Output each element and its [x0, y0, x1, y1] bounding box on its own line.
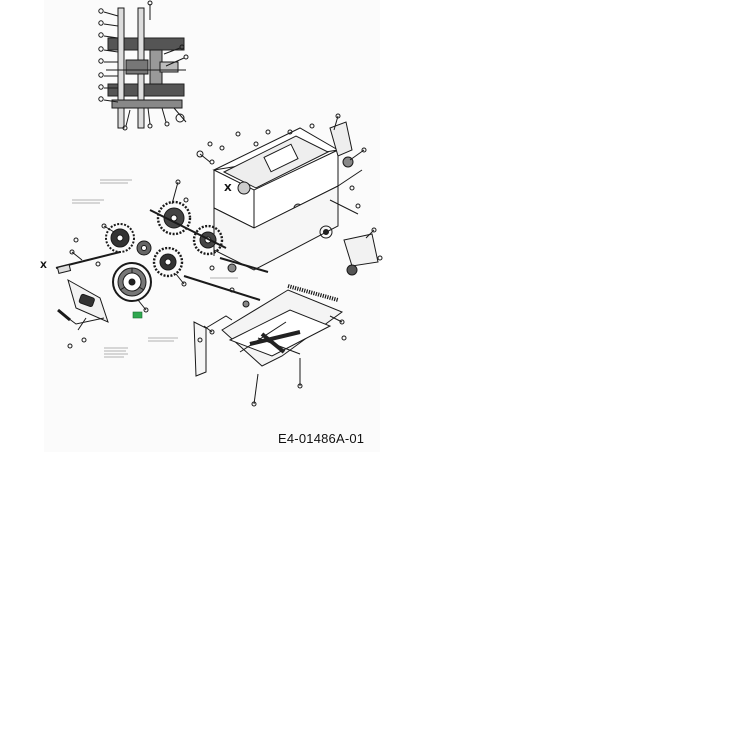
shaft-cross-section-inset	[98, 0, 189, 131]
small-pinion	[136, 240, 152, 256]
side-skid-bracket	[193, 315, 233, 377]
note-blocks	[72, 179, 238, 358]
diagram-reference-code: E4-01486A-01	[278, 431, 365, 446]
upper-gear	[156, 200, 192, 236]
callout-markers	[67, 113, 383, 407]
marker-x-housing: X	[224, 183, 232, 194]
skid-plate	[221, 284, 344, 367]
gearbox-housing	[212, 127, 339, 271]
drive-pulley	[112, 262, 152, 302]
highlighted-part-tag[interactable]	[132, 311, 143, 319]
main-shafts	[55, 209, 269, 308]
right-bracket-linkage	[319, 121, 379, 276]
left-sprocket	[105, 223, 135, 253]
marker-x-shaft: X	[40, 261, 47, 271]
side-cover-plate	[57, 278, 109, 331]
middle-sprocket	[152, 246, 184, 278]
